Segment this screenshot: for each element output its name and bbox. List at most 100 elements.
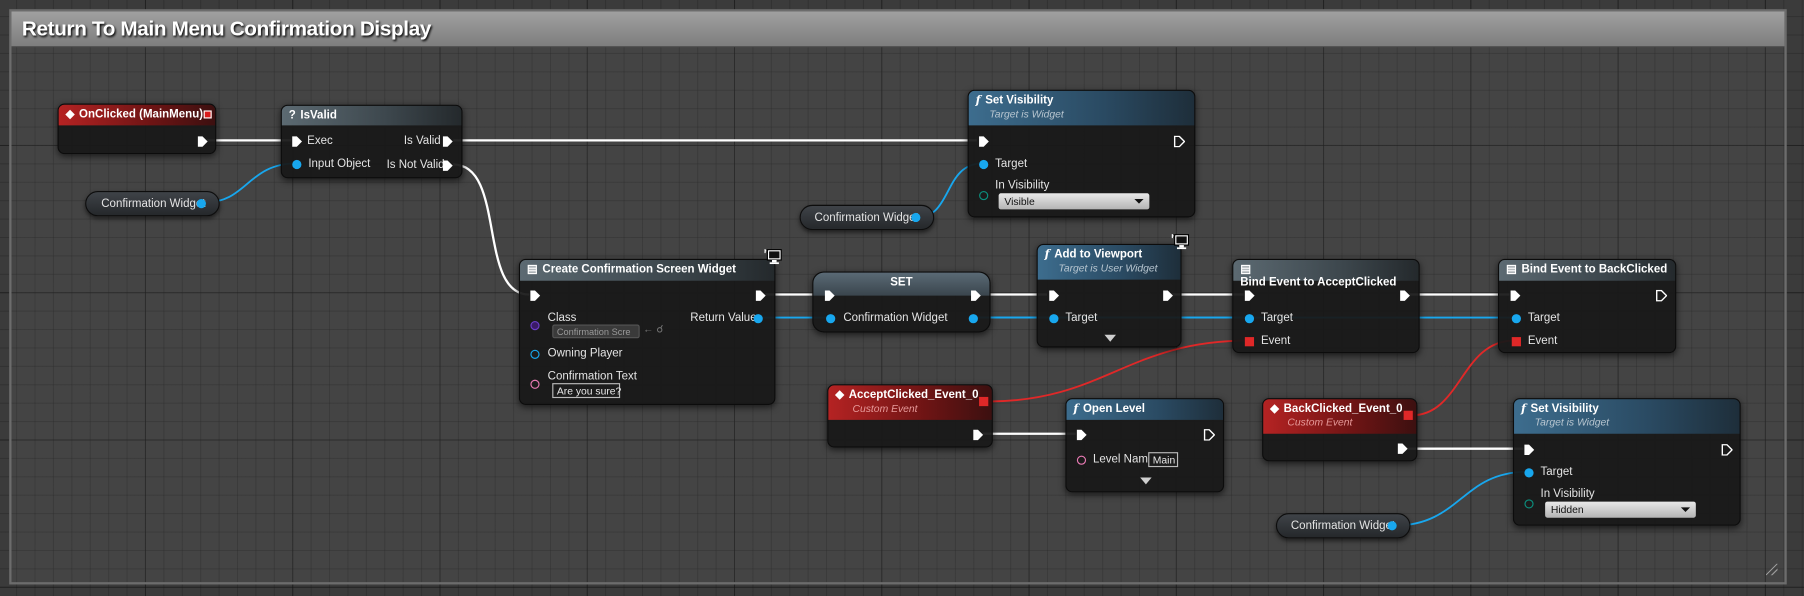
class-pin[interactable]: [530, 320, 540, 331]
node-title: AcceptClicked_Event_0: [848, 388, 979, 402]
exec-out-pin[interactable]: [1162, 290, 1174, 302]
monitor-icon: [764, 249, 782, 265]
variable-label: Confirmation Widget: [814, 211, 919, 225]
in-visibility-pin[interactable]: [979, 190, 989, 201]
exec-in-pin[interactable]: [978, 136, 990, 148]
event-delegate-out-pin[interactable]: [979, 396, 989, 407]
target-label: Target: [995, 157, 1028, 171]
node-header: ◆OnClicked (MainMenu): [58, 104, 216, 126]
node-header: ◆AcceptClicked_Event_0 Custom Event: [828, 385, 992, 420]
event-label: Event: [1527, 334, 1558, 348]
confirmation-widget-getter[interactable]: Confirmation Widget: [1275, 513, 1411, 539]
node-title: Open Level: [1082, 402, 1145, 416]
node-title: BackClicked_Event_0: [1283, 402, 1403, 416]
output-object-pin[interactable]: [1387, 521, 1397, 531]
node-subtitle: Target is Widget: [989, 108, 1064, 120]
target-pin[interactable]: [979, 159, 989, 170]
expand-arrow-icon[interactable]: [1104, 334, 1116, 342]
return-value-pin[interactable]: [753, 314, 763, 324]
return-value-label: Return Value: [690, 311, 757, 325]
accept-clicked-event-node[interactable]: ◆AcceptClicked_Event_0 Custom Event: [827, 384, 993, 448]
event-diamond-icon: ◆: [835, 388, 845, 402]
node-subtitle: Target is User Widget: [1058, 262, 1158, 274]
input-object-pin[interactable]: [292, 159, 302, 170]
exec-out-pin[interactable]: [1721, 444, 1733, 456]
comment-header[interactable]: Return To Main Menu Confirmation Display: [11, 11, 1785, 48]
event-delegate-out-pin[interactable]: [1403, 410, 1413, 420]
chevron-down-icon: [1680, 507, 1691, 512]
exec-in-pin[interactable]: [1509, 290, 1521, 302]
create-widget-node[interactable]: ▤Create Confirmation Screen Widget Class…: [518, 258, 776, 405]
target-pin[interactable]: [1244, 314, 1255, 324]
confirmation-text-pin[interactable]: [530, 379, 540, 389]
exec-out-pin[interactable]: [1397, 443, 1409, 455]
visibility-dropdown[interactable]: Visible: [998, 193, 1150, 210]
browse-icon[interactable]: ← ☌: [643, 323, 664, 335]
node-title: Set Visibility: [1530, 402, 1599, 416]
exec-out-pin[interactable]: [1203, 429, 1215, 441]
in-visibility-label: In Visibility: [1540, 487, 1595, 501]
function-icon: f: [1044, 248, 1050, 262]
in-visibility-pin[interactable]: [1524, 499, 1534, 509]
class-picker[interactable]: Confirmation Scre: [552, 324, 640, 339]
exec-in-pin[interactable]: [529, 290, 541, 302]
target-pin[interactable]: [1511, 314, 1521, 324]
onclicked-event-node[interactable]: ◆OnClicked (MainMenu): [57, 103, 217, 155]
exec-in-pin[interactable]: [1076, 429, 1088, 441]
target-pin[interactable]: [1049, 314, 1059, 324]
owning-player-pin[interactable]: [530, 349, 540, 359]
exec-out-pin[interactable]: [1656, 289, 1668, 302]
exec-in-pin[interactable]: [1523, 444, 1535, 456]
set-variable-label: Confirmation Widget: [843, 311, 948, 325]
is-not-valid-exec-pin[interactable]: [442, 160, 454, 172]
bind-back-clicked-node[interactable]: ▤Bind Event to BackClicked Target Event: [1497, 258, 1677, 354]
level-name-pin[interactable]: [1076, 455, 1087, 465]
exec-in-pin[interactable]: [1048, 290, 1060, 302]
set-output-pin[interactable]: [968, 314, 978, 324]
target-label: Target: [1527, 311, 1560, 325]
exec-out-pin[interactable]: [1399, 290, 1411, 302]
dropdown-value: Visible: [1004, 195, 1035, 208]
exec-in-pin[interactable]: [291, 136, 303, 148]
exec-out-pin[interactable]: [972, 429, 984, 441]
variable-label: Confirmation Widget: [101, 197, 206, 211]
exec-in-pin[interactable]: [1244, 290, 1256, 302]
expand-arrow-icon[interactable]: [1140, 477, 1152, 485]
event-delegate-pin[interactable]: [1511, 337, 1521, 347]
delegate-wire: [1411, 339, 1515, 417]
chevron-down-icon: [1134, 199, 1144, 204]
back-clicked-event-node[interactable]: ◆BackClicked_Event_0 Custom Event: [1262, 398, 1418, 462]
target-pin[interactable]: [1524, 468, 1534, 478]
node-title: Create Confirmation Screen Widget: [542, 263, 737, 277]
exec-out-pin[interactable]: [197, 136, 209, 148]
confirmation-text-field[interactable]: Are you sure?: [552, 383, 621, 399]
node-title: Set Visibility: [985, 94, 1054, 107]
level-name-value: Main: [1152, 454, 1176, 466]
node-title: Bind Event to AcceptClicked: [1240, 276, 1397, 289]
exec-out-pin[interactable]: [970, 290, 982, 302]
exec-out-pin[interactable]: [755, 290, 767, 302]
output-object-pin[interactable]: [196, 199, 206, 209]
isvalid-node[interactable]: ?IsValid Exec Input Object Is Valid Is N…: [280, 104, 463, 179]
event-delegate-pin[interactable]: [1244, 337, 1255, 347]
confirmation-widget-getter[interactable]: Confirmation Widget: [799, 204, 935, 231]
set-variable-node[interactable]: SET Confirmation Widget: [812, 271, 991, 333]
set-input-pin[interactable]: [826, 314, 836, 324]
variable-label: Confirmation Widget: [1290, 520, 1396, 533]
resize-handle[interactable]: [1766, 563, 1778, 576]
is-valid-exec-pin[interactable]: [442, 136, 454, 148]
exec-out-pin[interactable]: [1173, 135, 1186, 148]
dropdown-value: Hidden: [1550, 503, 1584, 516]
level-name-field[interactable]: Main: [1148, 452, 1179, 468]
output-object-pin[interactable]: [911, 212, 921, 223]
confirmation-widget-getter[interactable]: Confirmation Widget: [85, 190, 220, 217]
visibility-dropdown[interactable]: Hidden: [1545, 501, 1696, 518]
exec-in-pin[interactable]: [824, 290, 836, 302]
bind-accept-clicked-node[interactable]: ▤Bind Event to AcceptClicked Target Even…: [1232, 258, 1420, 354]
